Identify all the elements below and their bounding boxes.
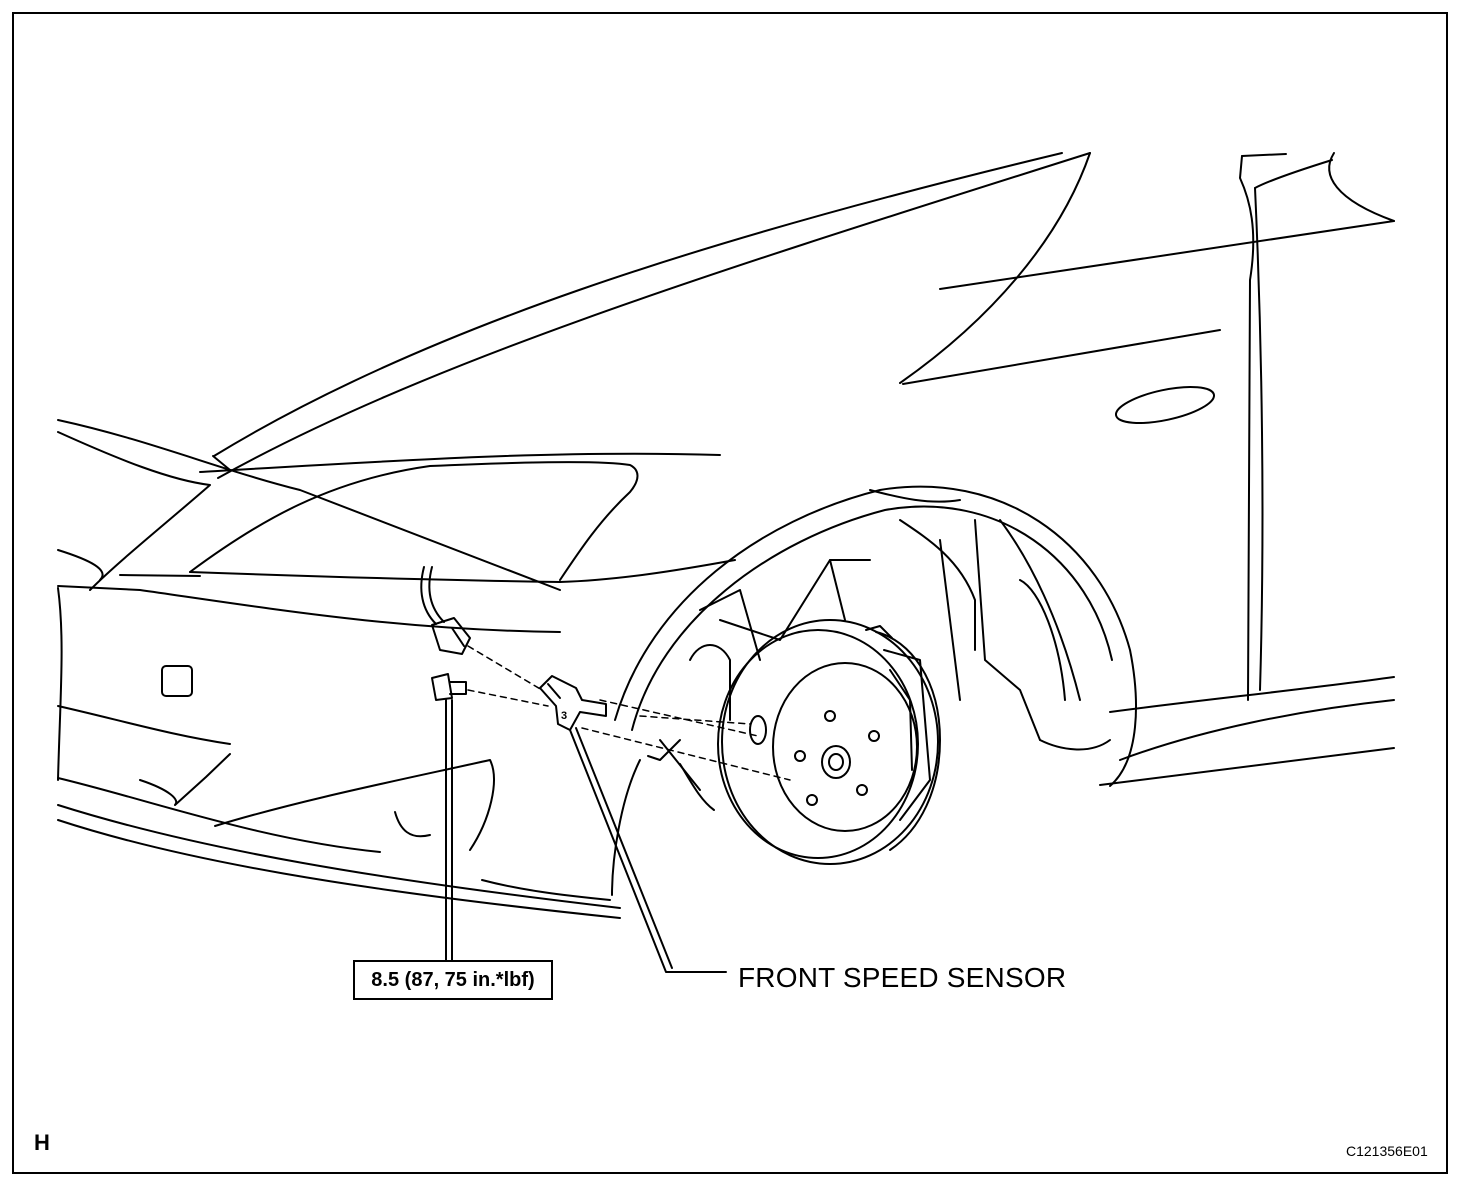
section-letter: H [34,1130,50,1155]
front-speed-sensor [539,675,607,731]
wheel-arch [614,485,1137,787]
sensor-connector [420,566,471,655]
steering-knuckle [647,644,731,811]
sensor-part-mark: 3 [561,710,568,722]
figure-code: C121356E01 [1346,1143,1428,1159]
headlamp [189,461,736,583]
sensor-bolt [431,673,467,701]
inner-wheel-well [699,519,1111,751]
front-bumper [57,419,641,919]
hood-lines [199,152,1395,479]
torque-spec-box: 8.5 (87, 75 in.*lbf) [353,960,553,1000]
brake-disc [717,619,939,865]
diagram-frame [12,12,1448,1174]
brake-caliper [865,625,941,851]
front-speed-sensor-label: FRONT SPEED SENSOR [738,962,1067,993]
door-area-lines [1099,152,1395,786]
leader-lines [445,699,727,973]
assembly-guides [467,645,791,781]
